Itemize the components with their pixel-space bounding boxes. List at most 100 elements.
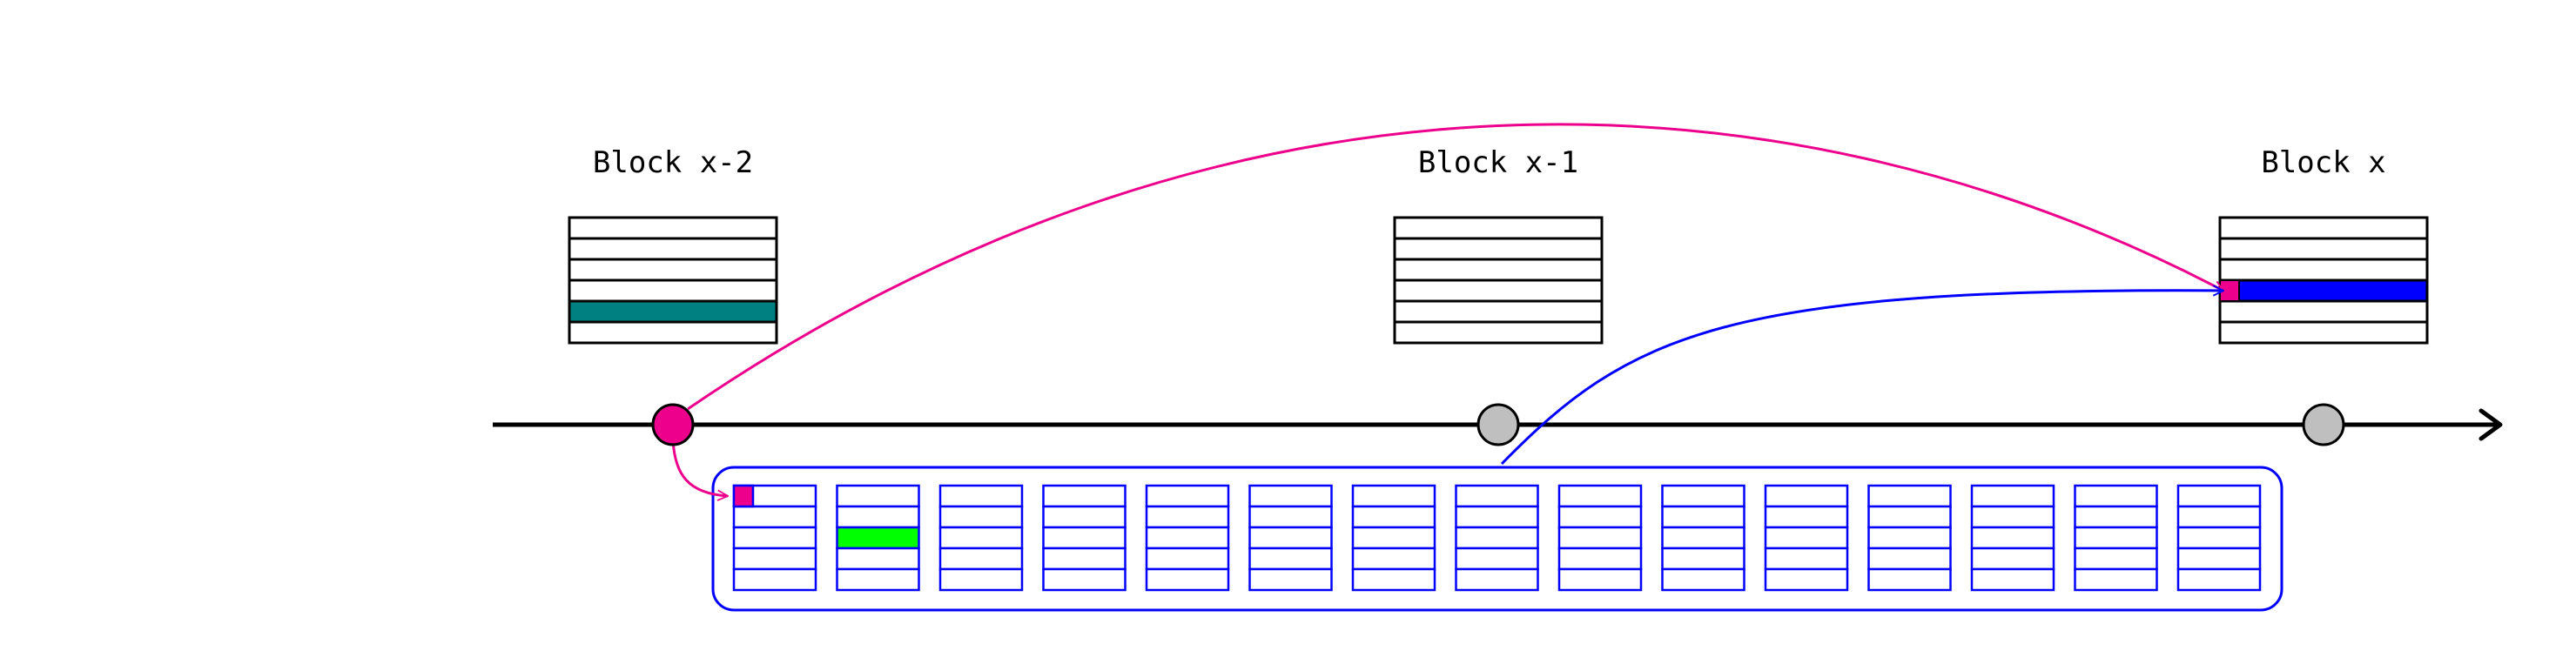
- buffer-cell: [1145, 567, 1230, 592]
- buffer-cell: [1557, 484, 1643, 508]
- block-label-x-1: Block x-1: [1418, 145, 1578, 180]
- buffer-cell: [1145, 526, 1230, 550]
- buffer-cell: [1455, 526, 1539, 550]
- buffer-cell: [2074, 526, 2158, 550]
- buffer-cell: [1248, 484, 1333, 508]
- buffer-cell: [1867, 505, 1952, 529]
- buffer-cell: [938, 567, 1024, 592]
- buffer-cell: [732, 505, 817, 529]
- block-row: [568, 216, 778, 240]
- block-row: [2218, 237, 2429, 261]
- buffer-cell: [1764, 484, 1849, 508]
- buffer-cell: [1042, 547, 1127, 571]
- block-label-x-2: Block x-2: [593, 145, 753, 180]
- buffer-cell: [1557, 505, 1643, 529]
- buffer-cell: [1455, 547, 1539, 571]
- buffer-cell: [1764, 547, 1849, 571]
- block-row: [568, 258, 778, 282]
- buffer-cell: [938, 547, 1024, 571]
- buffer-cell: [1867, 484, 1952, 508]
- buffer-cell: [1970, 505, 2055, 529]
- buffer-cell: [2176, 484, 2262, 508]
- buffer-cell: [1764, 505, 1849, 529]
- buffer-cell: [2074, 567, 2158, 592]
- buffer-cell: [1248, 505, 1333, 529]
- timeline-nodes: [651, 403, 2345, 446]
- buffer-cell: [1661, 484, 1745, 508]
- buffer-cell: [1661, 547, 1745, 571]
- block-x-1: Block x-1: [1393, 145, 1604, 345]
- block-row: [1393, 320, 1604, 345]
- buffer-cell: [1867, 526, 1952, 550]
- buffer-cell: [1455, 505, 1539, 529]
- buffer-cell: [836, 567, 920, 592]
- buffer-cell: [836, 484, 920, 508]
- block-rows: [1393, 216, 1604, 345]
- buffer-cell: [2176, 505, 2262, 529]
- buffer-cell: [1970, 526, 2055, 550]
- block-rows: [568, 216, 778, 345]
- buffer-cell: [1351, 484, 1436, 508]
- buffer-cell: [1970, 484, 2055, 508]
- buffer-cell: [1455, 567, 1539, 592]
- buffer-cell: [2074, 505, 2158, 529]
- buffer-cell: [1145, 505, 1230, 529]
- buffer-cells: [732, 484, 2262, 592]
- buffer-cell: [1042, 484, 1127, 508]
- buffer-cell: [1867, 567, 1952, 592]
- buffer-cell: [2176, 526, 2262, 550]
- block-row: [2218, 216, 2429, 240]
- buffer-cell: [2074, 484, 2158, 508]
- buffer-cell: [1248, 547, 1333, 571]
- buffer-cell: [836, 547, 920, 571]
- block-row: [1393, 237, 1604, 261]
- buffer-container: [711, 466, 2283, 612]
- blocks: Block x-2 Block x-1 Block x: [568, 145, 2429, 345]
- block-row: [1393, 278, 1604, 303]
- buffer-cell: [1248, 567, 1333, 592]
- buffer-cell: [1145, 484, 1230, 508]
- buffer-cell: [1661, 505, 1745, 529]
- block-row-highlighted: [2218, 278, 2429, 303]
- buffer-cell: [1557, 547, 1643, 571]
- buffer-cell: [1764, 567, 1849, 592]
- arrow-block-x-2-to-block-x: [687, 123, 2223, 411]
- buffer-cell: [938, 505, 1024, 529]
- buffer-cell: [1764, 526, 1849, 550]
- buffer-cell: [1351, 505, 1436, 529]
- buffer-cell: [732, 547, 817, 571]
- timeline-node-block-x-2: [651, 403, 695, 446]
- block-row: [2218, 320, 2429, 345]
- buffer-cell: [1145, 547, 1230, 571]
- buffer-cell: [732, 567, 817, 592]
- timeline-node-block-x: [2302, 403, 2345, 446]
- block-x: Block x: [2218, 145, 2429, 345]
- arrow-buffer-to-block-x: [1500, 291, 2223, 466]
- buffer-cell: [1351, 526, 1436, 550]
- buffer-cell: [2074, 547, 2158, 571]
- block-row-highlighted: [568, 299, 778, 324]
- block-row: [1393, 299, 1604, 324]
- buffer-cell: [1557, 526, 1643, 550]
- buffer-cell: [938, 526, 1024, 550]
- block-label-x: Block x: [2261, 145, 2385, 180]
- buffer-cell: [2176, 567, 2262, 592]
- block-row: [568, 237, 778, 261]
- buffer-cell: [1970, 567, 2055, 592]
- block-row: [2218, 258, 2429, 282]
- block-row: [1393, 258, 1604, 282]
- buffer-cell: [1867, 547, 1952, 571]
- buffer-cell: [2176, 547, 2262, 571]
- buffer-cell: [1557, 567, 1643, 592]
- buffer-cell: [836, 505, 920, 529]
- block-x-2: Block x-2: [568, 145, 778, 345]
- buffer-cell: [1351, 567, 1436, 592]
- buffer-cell: [1455, 484, 1539, 508]
- block-row: [568, 320, 778, 345]
- buffer-cell: [1248, 526, 1333, 550]
- arrow-node-to-buffer: [671, 439, 728, 496]
- timeline-arrowhead: [2478, 408, 2503, 441]
- block-row: [1393, 216, 1604, 240]
- block-row: [568, 278, 778, 303]
